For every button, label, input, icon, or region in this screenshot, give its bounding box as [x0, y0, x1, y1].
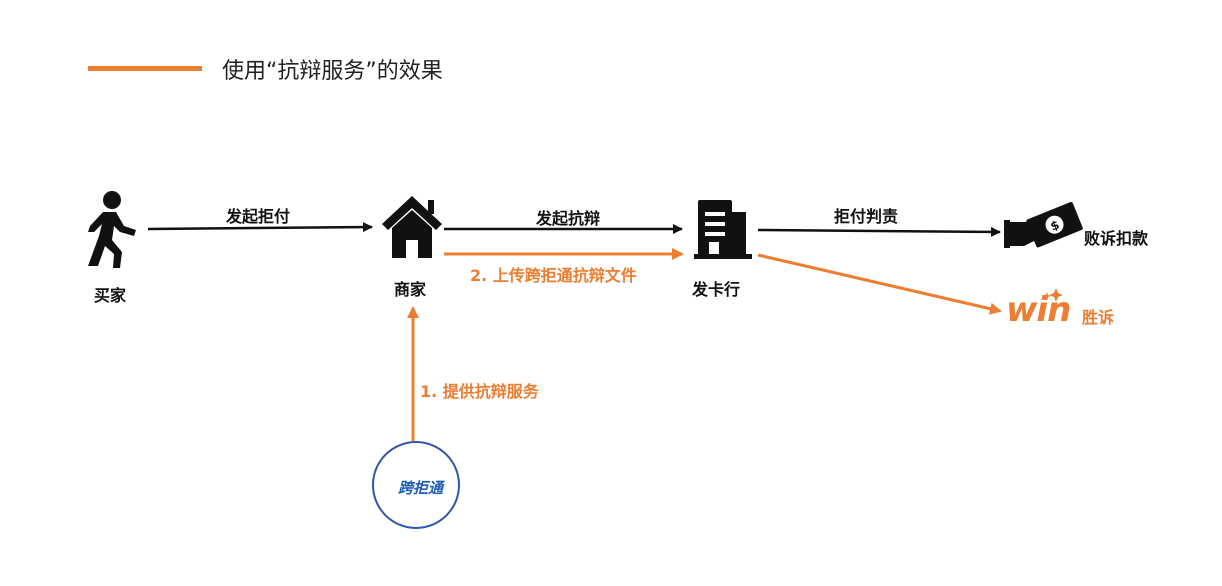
win-word: win	[1006, 290, 1071, 330]
edge-issuer-to-loss	[757, 226, 1001, 237]
edge-label-issuer-to-loss: 拒付判责	[834, 207, 899, 226]
win-label: 胜诉	[1082, 308, 1115, 327]
buyer-label: 买家	[94, 286, 127, 305]
walking-person-icon	[88, 191, 136, 268]
money-hand-icon: $	[1004, 202, 1083, 248]
house-icon	[382, 196, 442, 258]
legend-line	[88, 66, 202, 71]
provider-logo-text: 跨拒通	[398, 479, 444, 497]
merchant-label: 商家	[394, 280, 427, 299]
edge-label-upload: 2. 上传跨拒通抗辩文件	[470, 266, 637, 285]
edge-label-buyer-to-merchant: 发起拒付	[226, 207, 291, 226]
loss-label: 败诉扣款	[1084, 229, 1149, 248]
edge-issuer-to-win	[757, 253, 1002, 315]
bank-building-icon	[694, 200, 752, 259]
provider-logo-circle	[372, 441, 460, 529]
legend-text: 使用“抗辩服务”的效果	[222, 59, 443, 84]
edge-label-merchant-to-issuer: 发起抗辩	[536, 209, 601, 228]
issuer-label: 发卡行	[692, 280, 741, 299]
edge-label-provider-to-merchant: 1. 提供抗辩服务	[420, 382, 539, 401]
edge-buyer-to-merchant	[147, 222, 373, 233]
win-logo-icon	[1043, 288, 1063, 302]
